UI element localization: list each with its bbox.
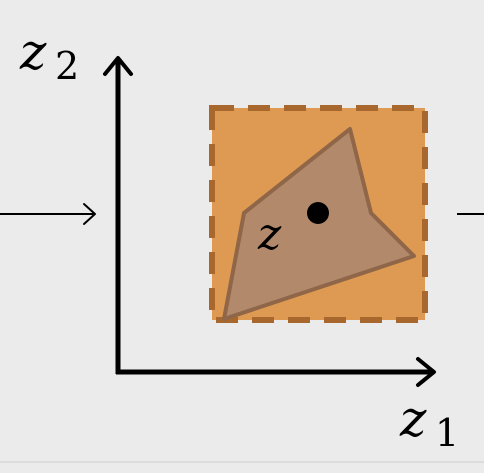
point-z — [307, 202, 329, 224]
y-axis-label: z 2 — [19, 23, 79, 88]
region-polygon — [222, 127, 416, 321]
y-axis-subscript: 2 — [55, 44, 79, 88]
x-axis-label: z 1 — [399, 390, 459, 455]
y-axis — [103, 56, 133, 374]
x-axis-symbol: z — [399, 390, 427, 448]
incoming-arrow — [0, 203, 96, 225]
x-axis — [116, 357, 436, 387]
y-axis-symbol: z — [19, 23, 47, 81]
point-z-label: z — [257, 209, 282, 260]
x-axis-subscript: 1 — [435, 411, 459, 455]
